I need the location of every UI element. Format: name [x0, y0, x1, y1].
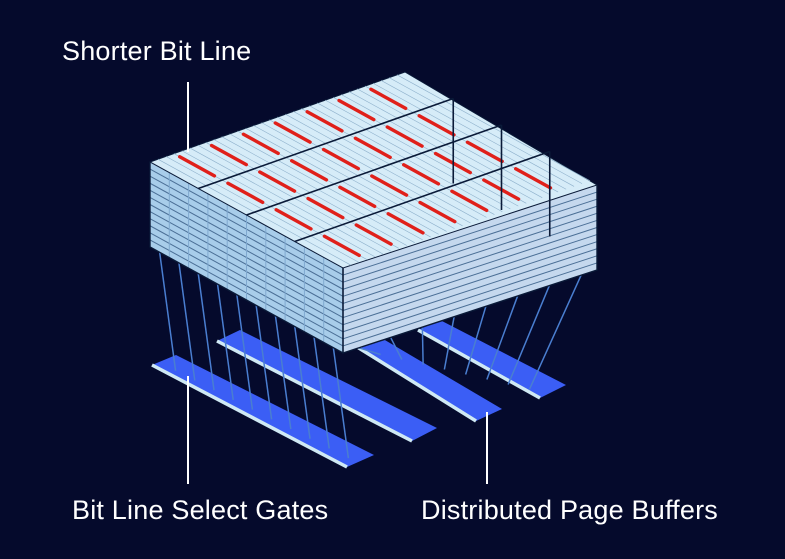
red-bit-line-11 [321, 147, 361, 171]
vertical-line-13 [421, 327, 424, 365]
red-bit-line-13 [385, 125, 424, 148]
vertical-line-7 [274, 315, 292, 430]
right-layer-line-10 [342, 255, 598, 340]
red-bit-line-15 [274, 208, 313, 231]
red-bit-line-25 [418, 200, 457, 224]
right-layer-line-6 [342, 227, 598, 311]
vertical-bit-lines [158, 252, 582, 459]
page-buffer-strip-2 [354, 336, 502, 421]
vertical-line-10 [332, 347, 350, 459]
vertical-line-15 [464, 306, 487, 375]
red-bit-line-3 [241, 132, 280, 156]
vertical-line-12 [389, 337, 403, 360]
top-block-divider-3 [294, 150, 551, 243]
top-block-divider-2 [246, 124, 502, 216]
page-buffer-strip-4 [152, 355, 374, 467]
red-bit-line-21 [465, 140, 504, 164]
right-layer-line-8 [342, 241, 598, 326]
page-buffer-strip-1 [418, 320, 566, 398]
bit-line-select-gates-label: Bit Line Select Gates [72, 495, 329, 525]
right-layer-line-5 [342, 219, 598, 304]
red-bit-line-22 [322, 234, 361, 258]
right-layer-line-9 [342, 248, 598, 333]
strip-edge-1 [417, 328, 541, 400]
page-buffer-strip-3 [217, 330, 437, 441]
strip-edge-4 [151, 363, 348, 469]
vertical-line-1 [158, 252, 177, 371]
right-layer-line-4 [342, 212, 598, 297]
vertical-line-16 [486, 295, 519, 380]
callout-lines [187, 82, 488, 484]
red-bit-line-28 [513, 167, 553, 190]
vertical-line-6 [255, 305, 273, 420]
strip-edge-2 [353, 343, 477, 423]
red-bit-line-24 [386, 212, 425, 235]
vertical-line-18 [528, 274, 582, 390]
strip-edge-3 [216, 339, 413, 443]
red-bit-line-7 [369, 87, 408, 111]
vertical-line-3 [197, 273, 215, 391]
page-buffer-strips [151, 320, 566, 469]
memory-block-stack [148, 71, 599, 354]
right-layer-line-3 [342, 205, 598, 290]
vertical-line-8 [294, 326, 311, 439]
red-bit-line-5 [305, 110, 344, 133]
right-layer-line-7 [342, 234, 598, 319]
red-bit-line-9 [258, 170, 297, 193]
vertical-line-14 [443, 316, 455, 370]
red-bit-line-8 [226, 181, 265, 205]
vertical-line-5 [236, 294, 254, 410]
vertical-line-11 [358, 347, 381, 356]
vertical-line-4 [216, 283, 234, 401]
vertical-line-2 [178, 262, 196, 381]
red-bit-line-2 [209, 143, 249, 167]
red-bit-line-19 [401, 163, 441, 186]
red-bit-line-12 [353, 136, 392, 160]
red-bit-line-1 [177, 155, 217, 178]
distributed-page-buffers-label: Distributed Page Buffers [421, 495, 718, 525]
vertical-line-17 [507, 285, 551, 385]
red-bit-line-26 [450, 189, 489, 213]
red-bit-line-23 [354, 223, 393, 246]
red-bit-line-4 [273, 121, 312, 144]
red-bit-line-18 [370, 174, 409, 197]
right-layer-line-2 [342, 198, 598, 283]
red-bit-line-14 [417, 114, 456, 137]
red-bit-line-17 [338, 185, 377, 209]
red-bit-line-10 [289, 159, 329, 182]
right-layer-line-11 [342, 262, 598, 347]
right-layer-line-1 [342, 191, 598, 276]
shorter-bit-line-label: Shorter Bit Line [62, 36, 252, 66]
top-block-divider-1 [197, 97, 454, 190]
red-bit-line-6 [337, 98, 376, 122]
vertical-line-9 [313, 336, 330, 449]
red-bit-line-16 [306, 196, 345, 220]
